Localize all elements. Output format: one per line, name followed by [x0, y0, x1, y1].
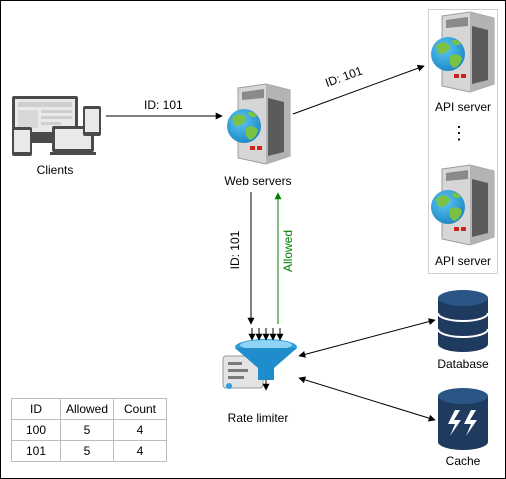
- cache-label: Cache: [445, 454, 481, 468]
- edge-label-allowed: Allowed: [281, 229, 295, 273]
- arrow-limiter-database: [298, 318, 436, 358]
- rate-limit-table: ID Allowed Count 100 5 4 101 5 4: [11, 398, 167, 462]
- edge-label-web-to-limiter: ID: 101: [228, 230, 242, 270]
- edge-label-clients-to-web: ID: 101: [144, 98, 183, 112]
- table-cell: 4: [113, 440, 167, 462]
- database-label: Database: [437, 357, 489, 371]
- api-server-bottom-icon: [431, 164, 495, 246]
- rate-limiter-label: Rate limiter: [227, 411, 289, 425]
- table-header-count: Count: [113, 398, 167, 420]
- table-cell: 4: [113, 419, 167, 441]
- rate-limiter-input-arrows: [248, 328, 284, 341]
- database-icon: [437, 290, 489, 352]
- api-server-group-box: [428, 9, 498, 274]
- api-server-ellipsis: ⋮: [450, 123, 468, 143]
- api-server-bottom-label: API server: [434, 254, 492, 268]
- arrow-limiter-cache: [298, 376, 436, 422]
- clients-label: Clients: [36, 163, 74, 177]
- table-header-allowed: Allowed: [60, 398, 114, 420]
- table-row: 100 5 4: [11, 419, 167, 441]
- table-cell: 100: [11, 419, 61, 441]
- table-header-id: ID: [11, 398, 61, 420]
- table-header-row: ID Allowed Count: [11, 398, 167, 420]
- api-server-top-label: API server: [434, 100, 492, 114]
- table-row: 101 5 4: [11, 440, 167, 462]
- table-cell: 5: [60, 419, 114, 441]
- arrow-web-to-api: [292, 64, 425, 115]
- api-server-top-icon: [431, 11, 495, 93]
- table-cell: 5: [60, 440, 114, 462]
- cache-icon: [438, 388, 488, 450]
- rate-limiter-icon: [222, 339, 297, 391]
- table-cell: 101: [11, 440, 61, 462]
- web-server-icon: [227, 83, 291, 165]
- web-servers-label: Web servers: [224, 174, 292, 188]
- clients-icon: [12, 96, 101, 156]
